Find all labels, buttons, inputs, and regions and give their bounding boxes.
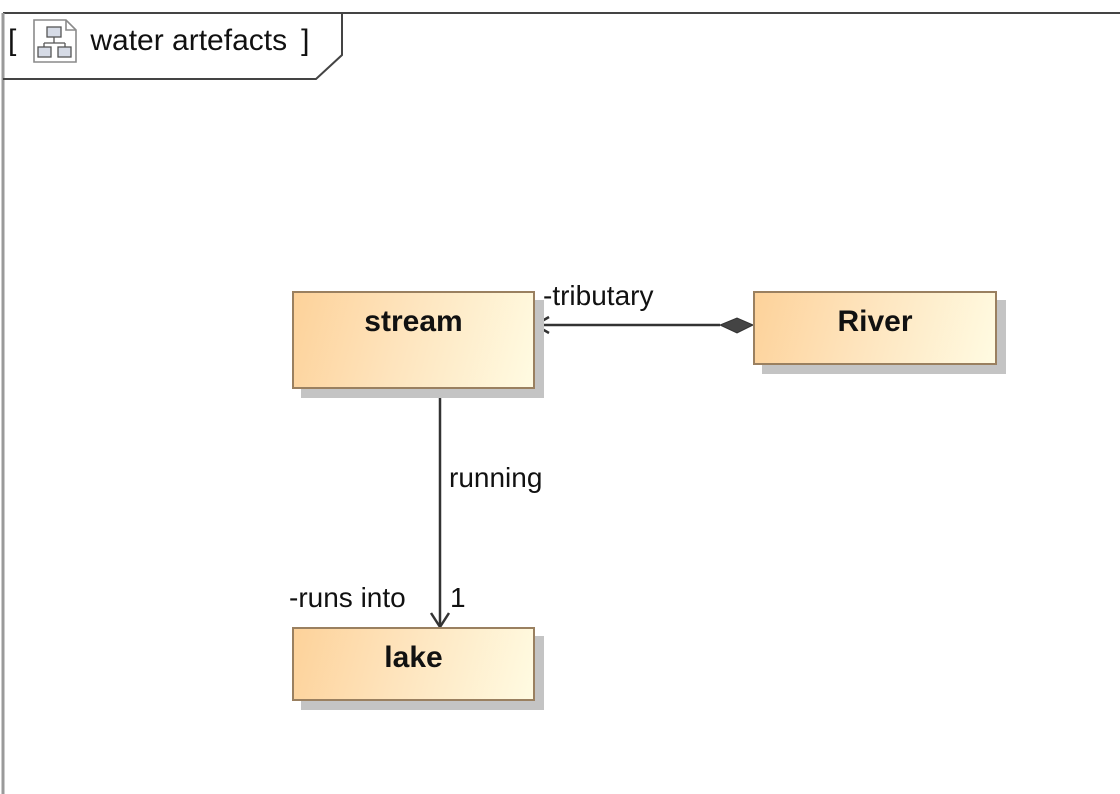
composition-diamond	[718, 317, 755, 334]
class-lake[interactable]: lake	[292, 627, 535, 701]
class-stream[interactable]: stream	[292, 291, 535, 389]
multiplicity-label: 1	[450, 582, 466, 613]
navigability-arrow	[532, 315, 550, 335]
frame-open-bracket: [	[8, 24, 17, 57]
frame-tab[interactable]: [ water artefacts ]	[8, 16, 309, 66]
association-name-label: running	[449, 462, 543, 493]
frame-close-bracket: ]	[301, 24, 310, 57]
class-lake-name: lake	[384, 641, 443, 674]
class-river-name: River	[837, 305, 913, 338]
class-stream-name: stream	[364, 305, 463, 338]
role-tributary-label: -tributary	[543, 280, 654, 311]
class-river[interactable]: River	[753, 291, 997, 365]
diagram-title: water artefacts	[90, 24, 288, 57]
class-diagram-icon	[32, 18, 78, 64]
role-runs-into-label: -runs into	[289, 582, 406, 613]
